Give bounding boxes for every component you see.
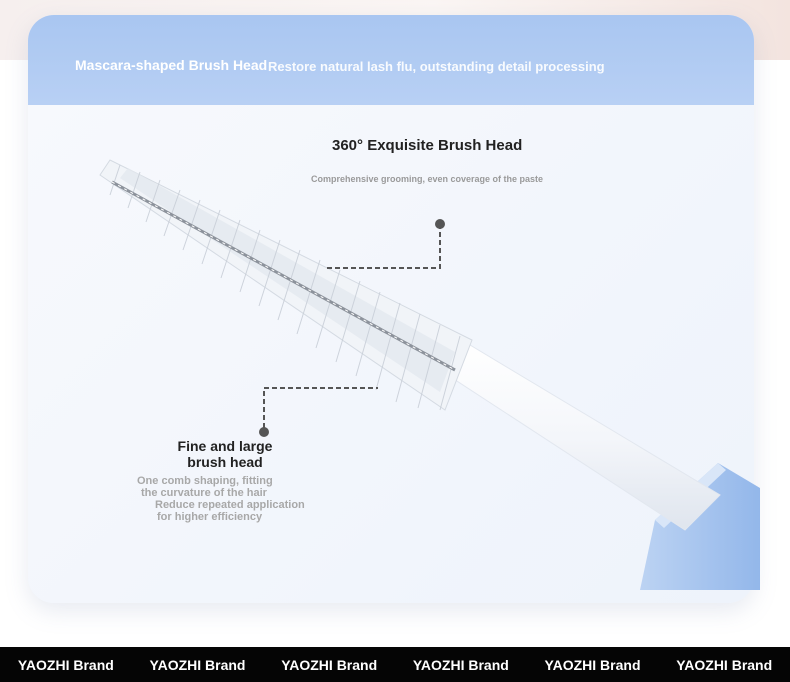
callout-bottom-line: Reduce repeated application bbox=[155, 499, 305, 511]
brush-stick bbox=[439, 344, 721, 531]
brand-label: YAOZHI Brand bbox=[17, 656, 114, 673]
header-title: Mascara-shaped Brush Head bbox=[75, 57, 268, 73]
callout-top-pointer bbox=[327, 219, 445, 269]
callout-bottom-line: the curvature of the hair bbox=[141, 487, 267, 499]
brand-label: YAOZHI Brand bbox=[149, 656, 246, 673]
card-header: Mascara-shaped Brush Head Restore natura… bbox=[28, 15, 754, 105]
callout-bottom-line: One comb shaping, fitting bbox=[137, 475, 273, 487]
brand-label: YAOZHI Brand bbox=[412, 656, 509, 673]
callout-bottom-description: One comb shaping, fitting the curvature … bbox=[137, 475, 337, 523]
brand-bar: YAOZHI Brand YAOZHI Brand YAOZHI Brand Y… bbox=[0, 647, 790, 682]
brand-label: YAOZHI Brand bbox=[544, 656, 641, 673]
brand-label: YAOZHI Brand bbox=[281, 656, 378, 673]
brand-label: YAOZHI Brand bbox=[676, 656, 773, 673]
callout-top-title: 360° Exquisite Brush Head bbox=[332, 137, 523, 154]
brush-bristles bbox=[99, 159, 473, 411]
header-subtitle: Restore natural lash flu, outstanding de… bbox=[268, 59, 605, 74]
callout-bottom-pointer bbox=[259, 387, 378, 437]
callout-bottom-line: for higher efficiency bbox=[157, 511, 263, 523]
callout-top-description: Comprehensive grooming, even coverage of… bbox=[311, 174, 544, 184]
callout-bottom-title: Fine and large brush head bbox=[177, 438, 273, 470]
